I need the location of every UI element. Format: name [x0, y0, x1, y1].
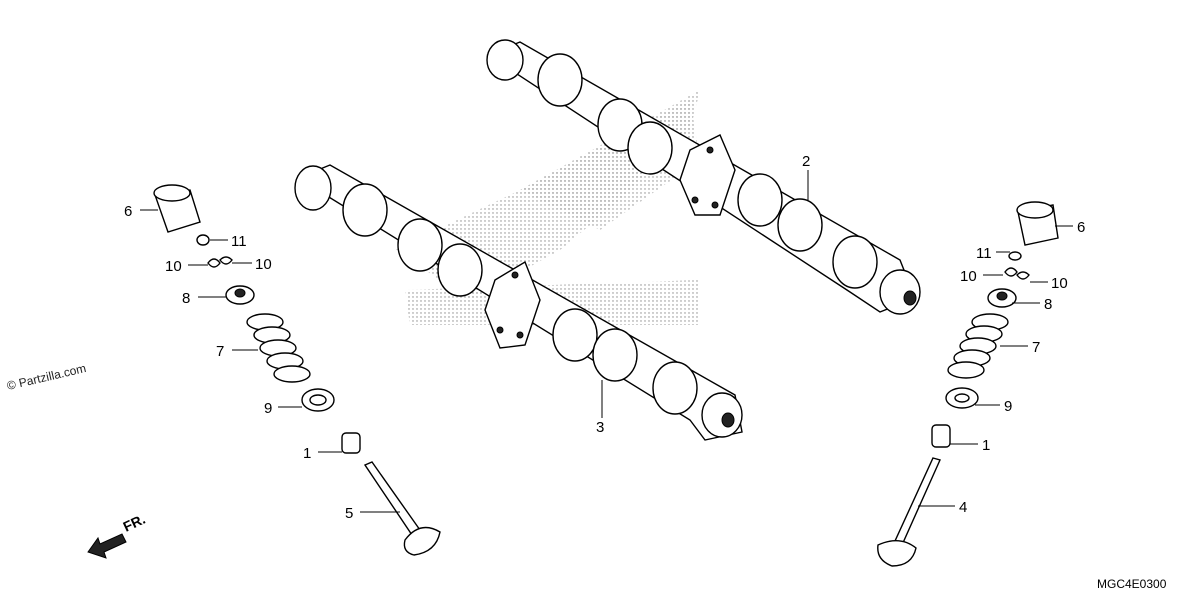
callout-right-shim: 11: [976, 245, 992, 262]
camshaft-lower: [294, 164, 743, 441]
right-spring-retainer: [987, 288, 1017, 308]
right-valve-train: [877, 201, 1059, 567]
callout-left-retainer: 8: [182, 290, 190, 307]
right-valve: [877, 457, 941, 567]
direction-label: FR.: [121, 511, 148, 535]
right-spring-seat: [945, 387, 979, 409]
right-valve-shim: [1008, 251, 1022, 261]
callout-right-cotter-a: 10: [960, 268, 977, 285]
callout-right-seal: 1: [982, 437, 990, 454]
right-tappet-bucket: [1016, 201, 1059, 246]
right-valve-cotter: [1004, 267, 1030, 280]
left-valve-train: [153, 184, 441, 556]
site-watermark: © Partzilla.com: [6, 361, 88, 393]
left-valve-cotter: [207, 256, 233, 268]
callout-left-cotter-b: 10: [255, 256, 272, 273]
callout-lower-camshaft: 3: [596, 419, 604, 436]
callout-right-spring: 7: [1032, 339, 1040, 356]
callout-right-tappet: 6: [1077, 219, 1085, 236]
callout-left-shim: 11: [231, 233, 247, 250]
diagram-code: MGC4E0300: [1097, 577, 1167, 591]
callout-right-valve: 4: [959, 499, 967, 516]
left-stem-seal: [341, 432, 361, 454]
right-stem-seal: [931, 424, 951, 448]
callout-left-tappet: 6: [124, 203, 132, 220]
front-direction-arrow: FR.: [87, 511, 148, 559]
left-valve-spring: [246, 313, 311, 383]
callout-left-cotter-a: 10: [165, 258, 182, 275]
left-spring-seat: [301, 388, 335, 412]
left-valve-shim: [196, 234, 210, 246]
callout-left-spring: 7: [216, 343, 224, 360]
left-spring-retainer: [225, 285, 255, 305]
callout-right-seat: 9: [1004, 398, 1012, 415]
callout-right-retainer: 8: [1044, 296, 1052, 313]
leader-lines: [140, 170, 1073, 513]
left-tappet-bucket: [153, 184, 201, 233]
callouts: 6 11 10 10 8 7 9 1 5 2 3 6 11 10 10 8 7 …: [124, 153, 1085, 522]
callout-upper-camshaft: 2: [802, 153, 810, 170]
callout-left-seal: 1: [303, 445, 311, 462]
callout-right-cotter-b: 10: [1051, 275, 1068, 292]
right-valve-spring: [947, 313, 1009, 379]
callout-left-valve: 5: [345, 505, 353, 522]
camshaft-upper: [486, 39, 921, 315]
left-valve: [363, 461, 441, 556]
callout-left-seat: 9: [264, 400, 272, 417]
